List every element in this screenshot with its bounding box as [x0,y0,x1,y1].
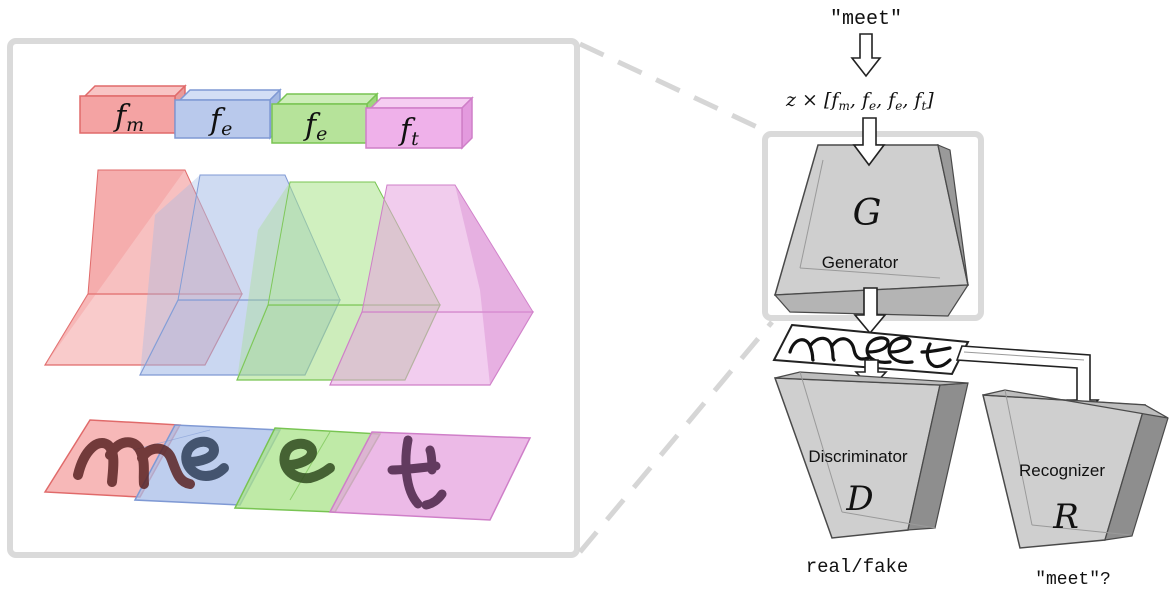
latent-vector-formula: z × [fm, fe, fe, ft] [785,89,934,113]
generated-handwriting [788,336,952,369]
recognizer-output-label: "meet"? [1035,570,1111,590]
arrow-word-to-latent [850,33,882,78]
generator-label: Generator [822,253,899,272]
generator-symbol: G [853,193,882,234]
receptive-field-frustum-t [329,184,535,386]
handwriting-strokes [73,435,447,510]
discriminator-label: Discriminator [808,447,908,466]
input-word-label: "meet" [830,8,902,31]
arrow-latent-to-generator [852,117,886,167]
zoom-panel-frame [7,38,580,558]
recognizer-label: Recognizer [1019,461,1105,480]
discriminator-symbol: D [845,479,873,519]
filter-tile-ft [365,96,474,150]
output-strips [43,419,532,521]
zoom-connector-bottom [578,320,774,554]
discriminator-output-label: real/fake [806,556,909,578]
recognizer-block [982,389,1169,549]
recognizer-symbol: R [1052,497,1079,537]
zoom-connector-top [578,41,774,137]
arrow-generator-to-image [853,287,887,335]
discriminator-block [773,371,969,539]
